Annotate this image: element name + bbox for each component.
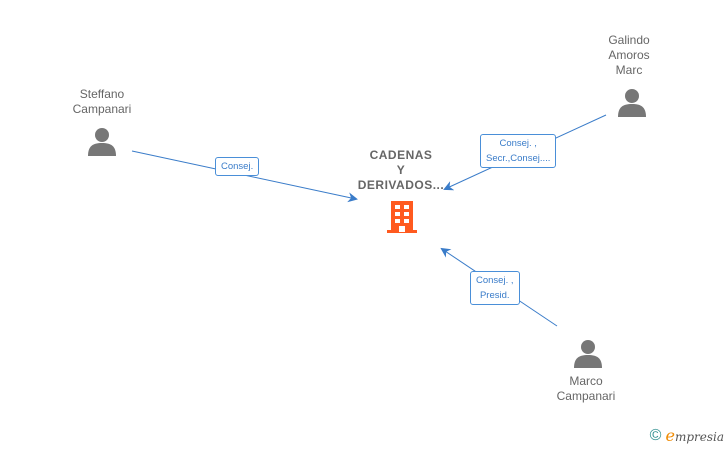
relation-label-steffano: Consej. bbox=[215, 157, 260, 176]
person-icon[interactable] bbox=[617, 88, 647, 118]
relation-label-marco: Consej. , Presid. bbox=[470, 271, 520, 305]
empresia-logo: © empresia bbox=[650, 426, 724, 446]
relation-label-galindo: Consej. , Secr.,Consej.... bbox=[480, 134, 557, 168]
company-name[interactable]: CADENAS Y DERIVADOS... bbox=[357, 148, 445, 192]
person-name-marco[interactable]: Marco Campanari bbox=[556, 374, 616, 403]
building-icon[interactable] bbox=[386, 200, 418, 234]
person-name-galindo[interactable]: Galindo Amoros Marc bbox=[608, 33, 650, 77]
person-name-steffano[interactable]: Steffano Campanari bbox=[72, 87, 132, 116]
person-icon[interactable] bbox=[87, 127, 117, 157]
brand-e: e bbox=[665, 426, 675, 445]
person-icon[interactable] bbox=[573, 339, 603, 369]
brand-name: mpresia bbox=[674, 430, 724, 444]
copyright-icon: © bbox=[649, 427, 662, 444]
